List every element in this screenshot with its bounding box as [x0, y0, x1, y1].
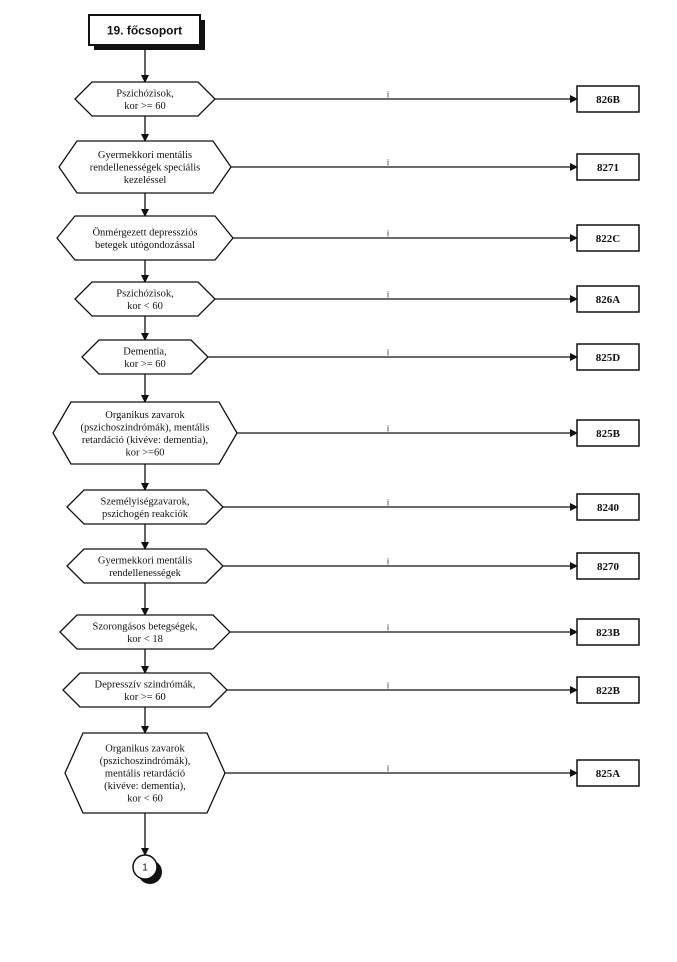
- decision-label-line: rendellenességek speciális: [90, 163, 201, 174]
- result-code: 825A: [596, 768, 621, 780]
- branch-label: i: [387, 557, 389, 567]
- branch-label: i: [387, 424, 389, 434]
- result-code: 8270: [597, 561, 620, 573]
- decision-label-line: Pszichózisok,: [116, 88, 173, 99]
- start-node: 19. főcsoport: [88, 14, 205, 50]
- result-code: 826B: [596, 94, 621, 106]
- result-code: 825D: [596, 352, 621, 364]
- result-code: 826A: [596, 294, 621, 306]
- decision-label-line: kor >= 60: [124, 692, 166, 703]
- connector-label: 1: [142, 863, 148, 874]
- decision-label-line: (kivéve: dementia),: [104, 781, 186, 792]
- decision-label-line: Dementia,: [123, 346, 166, 357]
- decision-node: Pszichózisok, kor < 60 i 826A: [74, 281, 640, 341]
- decision-label-line: (pszichoszindrómák), mentális: [81, 422, 210, 433]
- decision-label-line: (pszichoszindrómák),: [100, 756, 191, 767]
- branch-label: i: [387, 623, 389, 633]
- branch-label: i: [387, 764, 389, 774]
- branch-label: i: [387, 681, 389, 691]
- branch-label: i: [387, 229, 389, 239]
- decision-node: Személyiségzavarok, pszichogén reakciók i 8…: [66, 489, 640, 550]
- decision-label-line: Pszichózisok,: [116, 288, 173, 299]
- decision-label-line: rendellenességek: [109, 568, 181, 579]
- connector-circle: [132, 854, 158, 880]
- decision-label-line: kor >= 60: [124, 101, 166, 112]
- branch-label: i: [387, 498, 389, 508]
- decision-label-line: pszichogén reakciók: [102, 509, 189, 520]
- decision-label-line: kor < 60: [127, 794, 163, 805]
- result-code-box: [576, 285, 640, 313]
- decision-label-line: kezeléssel: [124, 175, 167, 186]
- decision-label-line: mentális retardáció: [105, 769, 185, 780]
- result-code-box: [576, 493, 640, 521]
- decision-label-line: kor < 18: [127, 634, 163, 645]
- decision-label-line: Önmérgezett depressziós: [92, 226, 197, 238]
- decision-label-line: Gyermekkori mentális: [98, 555, 192, 566]
- decision-label-line: kor < 60: [127, 301, 163, 312]
- decision-label-line: retardáció (kivéve: dementia),: [82, 435, 208, 446]
- connector-node: 1: [132, 854, 162, 884]
- decision-label-line: Depresszív szindrómák,: [95, 679, 196, 690]
- decision-list: Pszichózisok, kor >= 60 i 826B Gyermekkori m…: [52, 45, 640, 856]
- result-code: 825B: [596, 428, 621, 440]
- result-code-box: [576, 153, 640, 181]
- result-code: 822C: [596, 233, 621, 245]
- result-code-box: [576, 618, 640, 646]
- decision-node: Depresszív szindrómák, kor >= 60 i 822B: [62, 672, 640, 734]
- result-code: 822B: [596, 685, 621, 697]
- start-label: 19. főcsoport: [107, 24, 182, 38]
- decision-node: Dementia, kor >= 60 i 825D: [81, 339, 640, 403]
- start-box: [88, 14, 201, 46]
- decision-label-line: kor >= 60: [124, 359, 166, 370]
- result-code: 8271: [597, 162, 619, 174]
- result-code: 8240: [597, 502, 620, 514]
- decision-node: Szorongásos betegségek, kor < 18 i 823B: [59, 614, 640, 674]
- decision-node: Organikus zavarok(pszichoszindrómák), me…: [52, 401, 640, 491]
- result-code-box: [576, 343, 640, 371]
- decision-label-line: betegek utógondozással: [95, 240, 195, 251]
- result-code-box: [576, 224, 640, 252]
- decision-node: Önmérgezett depressziós betegek utógondoz…: [56, 215, 640, 283]
- decision-node: Gyermekkori mentális rendellenességek i 827…: [66, 548, 640, 616]
- branch-label: i: [387, 290, 389, 300]
- result-code-box: [576, 552, 640, 580]
- decision-label-line: Szorongásos betegségek,: [93, 621, 198, 632]
- result-code-box: [576, 759, 640, 787]
- decision-node: Gyermekkori mentális rendellenességek spe…: [58, 140, 640, 217]
- result-code-box: [576, 676, 640, 704]
- decision-node: Organikus zavarok(pszichoszindrómák), men…: [64, 732, 640, 856]
- result-code-box: [576, 419, 640, 447]
- decision-label-line: Személyiségzavarok,: [101, 496, 190, 507]
- decision-label-line: Organikus zavarok: [105, 410, 185, 421]
- result-code: 823B: [596, 627, 621, 639]
- result-code-box: [576, 85, 640, 113]
- branch-label: i: [387, 90, 389, 100]
- decision-node: Pszichózisok, kor >= 60 i 826B: [74, 81, 640, 142]
- branch-label: i: [387, 348, 389, 358]
- branch-label: i: [387, 158, 389, 168]
- decision-label-line: kor >=60: [126, 447, 165, 458]
- decision-label-line: Gyermekkori mentális: [98, 150, 192, 161]
- decision-label-line: Organikus zavarok: [105, 744, 185, 755]
